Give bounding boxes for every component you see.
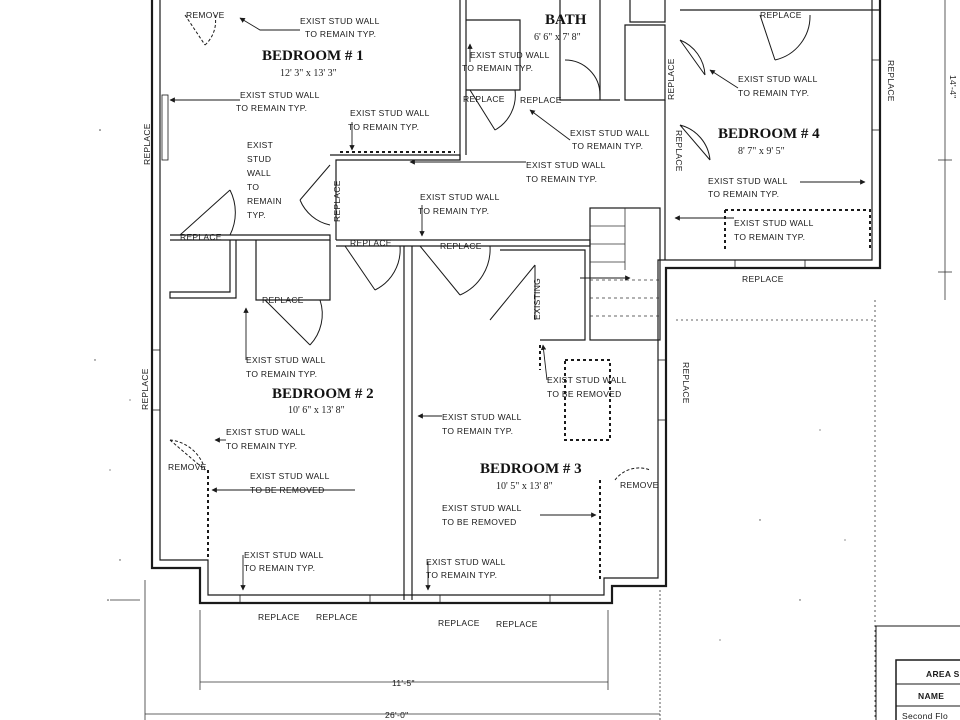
tag-replace-v3: REPLACE <box>681 362 691 404</box>
tag-replace-3: REPLACE <box>350 238 392 248</box>
note-removed-1b: TO BE REMOVED <box>547 389 622 399</box>
tag-replace-6: REPLACE <box>520 95 562 105</box>
note-remain-15b: TO REMAIN TYP. <box>426 570 497 580</box>
note-remain-5a: EXIST STUD WALL <box>570 128 650 138</box>
title-block: AREA S NAME Second Flo <box>875 625 960 720</box>
title-block-name: NAME <box>918 691 944 701</box>
note-remain-15a: EXIST STUD WALL <box>426 557 506 567</box>
tag-replace-v4: REPLACE <box>886 60 896 102</box>
dim-side: 14'-4" <box>948 75 958 98</box>
note-vert-2: STUD <box>247 154 271 164</box>
tag-replace-8: REPLACE <box>742 274 784 284</box>
note-remain-11b: TO REMAIN TYP. <box>246 369 317 379</box>
note-remain-14a: EXIST STUD WALL <box>244 550 324 560</box>
bath-title: BATH <box>545 12 587 28</box>
tag-replace-1: REPLACE <box>180 232 222 242</box>
note-vert-3: WALL <box>247 168 271 178</box>
dimension-lines: 11'-5" 26'-0" 14'-4" <box>110 0 958 720</box>
replace-tags: REPLACE REPLACE REPLACE REPLACE REPLACE … <box>140 10 896 629</box>
note-remain-7b: TO REMAIN TYP. <box>738 88 809 98</box>
tag-replace-v5: REPLACE <box>666 58 676 100</box>
tag-remove-1: REMOVE <box>186 10 225 20</box>
note-remain-6a: EXIST STUD WALL <box>526 160 606 170</box>
walls-to-remove <box>207 151 871 580</box>
tag-existing: EXISTING <box>532 278 542 320</box>
bedroom3-title: BEDROOM # 3 <box>480 461 582 477</box>
bedroom4-title: BEDROOM # 4 <box>718 126 820 142</box>
note-remain-2a: EXIST STUD WALL <box>470 50 550 60</box>
tag-replace-7: REPLACE <box>760 10 802 20</box>
tag-replace-4: REPLACE <box>440 241 482 251</box>
leader-arrows <box>169 17 866 591</box>
tag-replace-v2: REPLACE <box>140 368 150 410</box>
note-remain-3b: TO REMAIN TYP. <box>236 103 307 113</box>
note-remain-3a: EXIST STUD WALL <box>240 90 320 100</box>
tag-replace-5: REPLACE <box>463 94 505 104</box>
note-remain-1b: TO REMAIN TYP. <box>305 29 376 39</box>
note-remain-12b: TO REMAIN TYP. <box>442 426 513 436</box>
note-remain-10b: TO REMAIN TYP. <box>418 206 489 216</box>
note-remain-14b: TO REMAIN TYP. <box>244 563 315 573</box>
tag-replace-v6: REPLACE <box>674 130 684 172</box>
tag-remove-2: REMOVE <box>168 462 207 472</box>
exterior-walls <box>150 0 882 605</box>
tag-remove-3: REMOVE <box>620 480 659 490</box>
note-remain-1a: EXIST STUD WALL <box>300 16 380 26</box>
note-vert-5: REMAIN <box>247 196 282 206</box>
note-remain-11a: EXIST STUD WALL <box>246 355 326 365</box>
note-vert-4: TO <box>247 182 259 192</box>
title-block-footer: Second Flo <box>902 711 948 720</box>
remain-notes: EXIST STUD WALL TO REMAIN TYP. EXIST STU… <box>226 16 818 580</box>
note-remain-5b: TO REMAIN TYP. <box>572 141 643 151</box>
note-remain-10a: EXIST STUD WALL <box>420 192 500 202</box>
note-remain-4a: EXIST STUD WALL <box>350 108 430 118</box>
bedroom1-title: BEDROOM # 1 <box>262 48 364 64</box>
bedroom4-dims: 8' 7" x 9' 5" <box>738 146 785 157</box>
note-vert-6: TYP. <box>247 210 266 220</box>
note-remain-4b: TO REMAIN TYP. <box>348 122 419 132</box>
tag-replace-v1: REPLACE <box>142 123 152 165</box>
title-block-header: AREA S <box>926 669 960 679</box>
note-vert-1: EXIST <box>247 140 273 150</box>
tag-replace-v7: REPLACE <box>332 180 342 222</box>
tag-replace-12: REPLACE <box>496 619 538 629</box>
interior-walls <box>169 0 880 600</box>
stairs <box>589 207 661 341</box>
stud-vertical-note: EXIST STUD WALL TO REMAIN TYP. <box>247 140 282 220</box>
bedroom1-dims: 12' 3" x 13' 3" <box>280 68 337 79</box>
tag-replace-2: REPLACE <box>262 295 304 305</box>
note-remain-8b: TO REMAIN TYP. <box>708 189 779 199</box>
tag-replace-10: REPLACE <box>316 612 358 622</box>
door-swings <box>169 14 811 481</box>
note-removed-3a: EXIST STUD WALL <box>442 503 522 513</box>
dim-inner: 11'-5" <box>392 678 415 688</box>
note-removed-1a: EXIST STUD WALL <box>547 375 627 385</box>
note-remain-13a: EXIST STUD WALL <box>226 427 306 437</box>
scan-noise <box>94 129 846 641</box>
note-remain-2b: TO REMAIN TYP. <box>462 63 533 73</box>
note-remain-13b: TO REMAIN TYP. <box>226 441 297 451</box>
bath-dims: 6' 6" x 7' 8" <box>534 32 581 43</box>
note-removed-2a: EXIST STUD WALL <box>250 471 330 481</box>
bedroom2-title: BEDROOM # 2 <box>272 386 374 402</box>
bedroom2-dims: 10' 6" x 13' 8" <box>288 405 345 416</box>
bedroom3-dims: 10' 5" x 13' 8" <box>496 481 553 492</box>
note-remain-9a: EXIST STUD WALL <box>734 218 814 228</box>
note-removed-3b: TO BE REMOVED <box>442 517 517 527</box>
tag-replace-9: REPLACE <box>258 612 300 622</box>
tag-replace-11: REPLACE <box>438 618 480 628</box>
dim-outer: 26'-0" <box>385 710 408 720</box>
room-labels: BATH 6' 6" x 7' 8" BEDROOM # 1 12' 3" x … <box>262 12 820 492</box>
note-remain-9b: TO REMAIN TYP. <box>734 232 805 242</box>
note-remain-7a: EXIST STUD WALL <box>738 74 818 84</box>
note-remain-8a: EXIST STUD WALL <box>708 176 788 186</box>
note-remain-12a: EXIST STUD WALL <box>442 412 522 422</box>
note-remain-6b: TO REMAIN TYP. <box>526 174 597 184</box>
